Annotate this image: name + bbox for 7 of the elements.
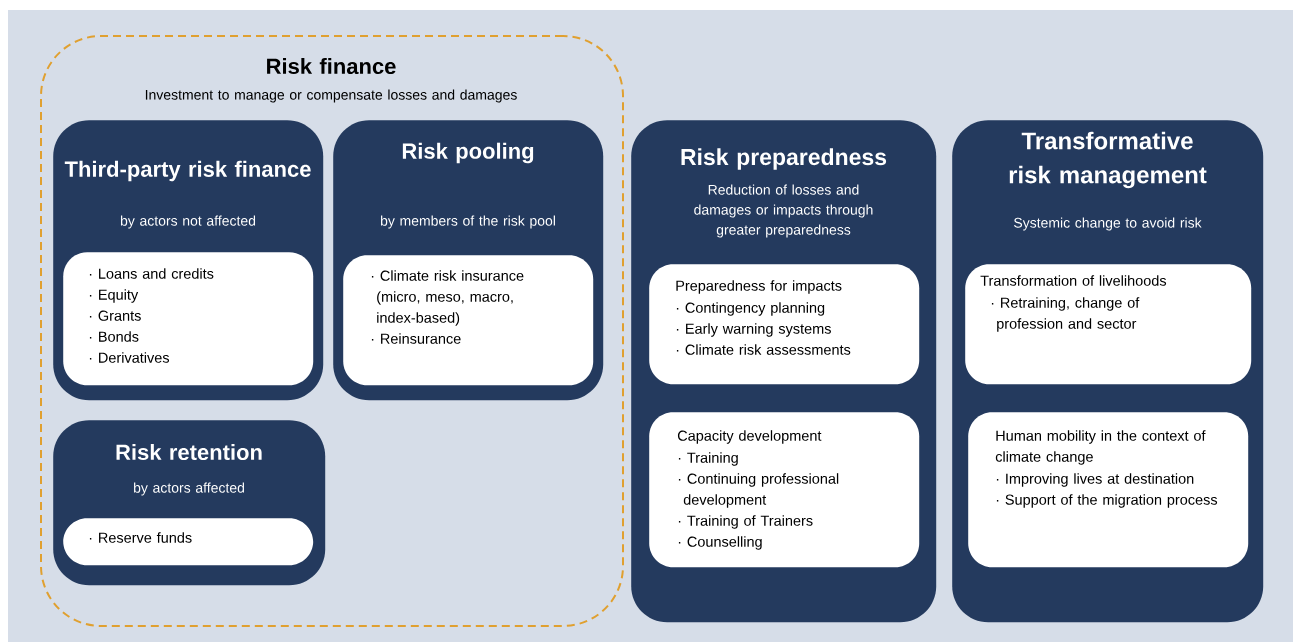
item-card: Transformation of livelihoods · Retraining, change of profession and sector <box>965 264 1252 385</box>
item-card: · Climate risk insurance (micro, meso, macro, index-based) · Reinsurance <box>343 255 594 386</box>
item-card: · Reserve funds <box>63 518 314 566</box>
item-card: Capacity development · Training · Continuing professional development · Training of Trainers · Counselling <box>649 412 920 568</box>
item-card: Human mobility in the context of climate change · Improving lives at destination · Support of the migration process <box>968 412 1249 568</box>
item-card: · Loans and credits · Equity · Grants · Bonds · Derivatives <box>63 252 314 386</box>
item-card: Preparedness for impacts · Contingency planning · Early warning systems · Climate risk assessments <box>649 264 920 385</box>
